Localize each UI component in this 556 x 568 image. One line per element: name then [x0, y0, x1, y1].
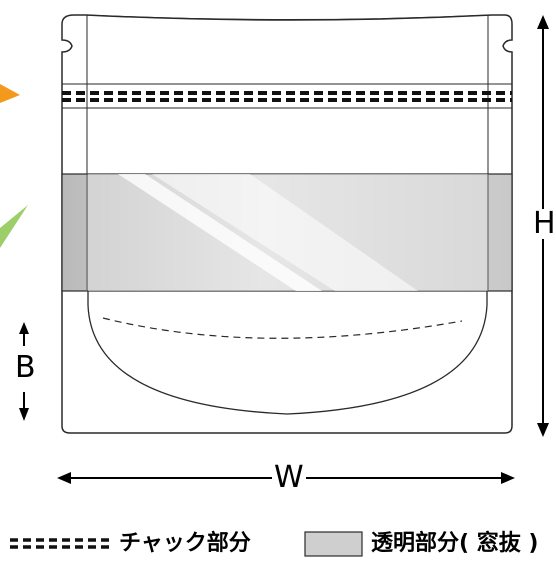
glare-stripe-1 [118, 174, 322, 291]
green-marker [0, 205, 28, 248]
top-seal-curve [85, 14, 493, 20]
bottom-arrow-down [19, 408, 29, 421]
height-arrow-top [537, 15, 549, 29]
width-arrow-right [501, 472, 515, 484]
bottom-gusset [87, 291, 488, 415]
legend-zipper-label: チャック部分 [119, 531, 251, 556]
bottom-label: B [13, 350, 38, 385]
width-label: W [272, 460, 306, 495]
legend-window-label: 透明部分( 窓抜 ) [371, 531, 539, 556]
gusset-fold-dashed [102, 317, 463, 339]
orange-marker [0, 84, 20, 103]
bottom-arrow-up [19, 322, 29, 334]
legend-window-swatch [304, 531, 363, 557]
height-label: H [531, 206, 556, 241]
height-arrow-bottom [537, 423, 549, 437]
width-arrow-left [57, 472, 71, 484]
glare-stripe-2 [152, 174, 418, 291]
legend-zipper-swatch [10, 538, 111, 549]
